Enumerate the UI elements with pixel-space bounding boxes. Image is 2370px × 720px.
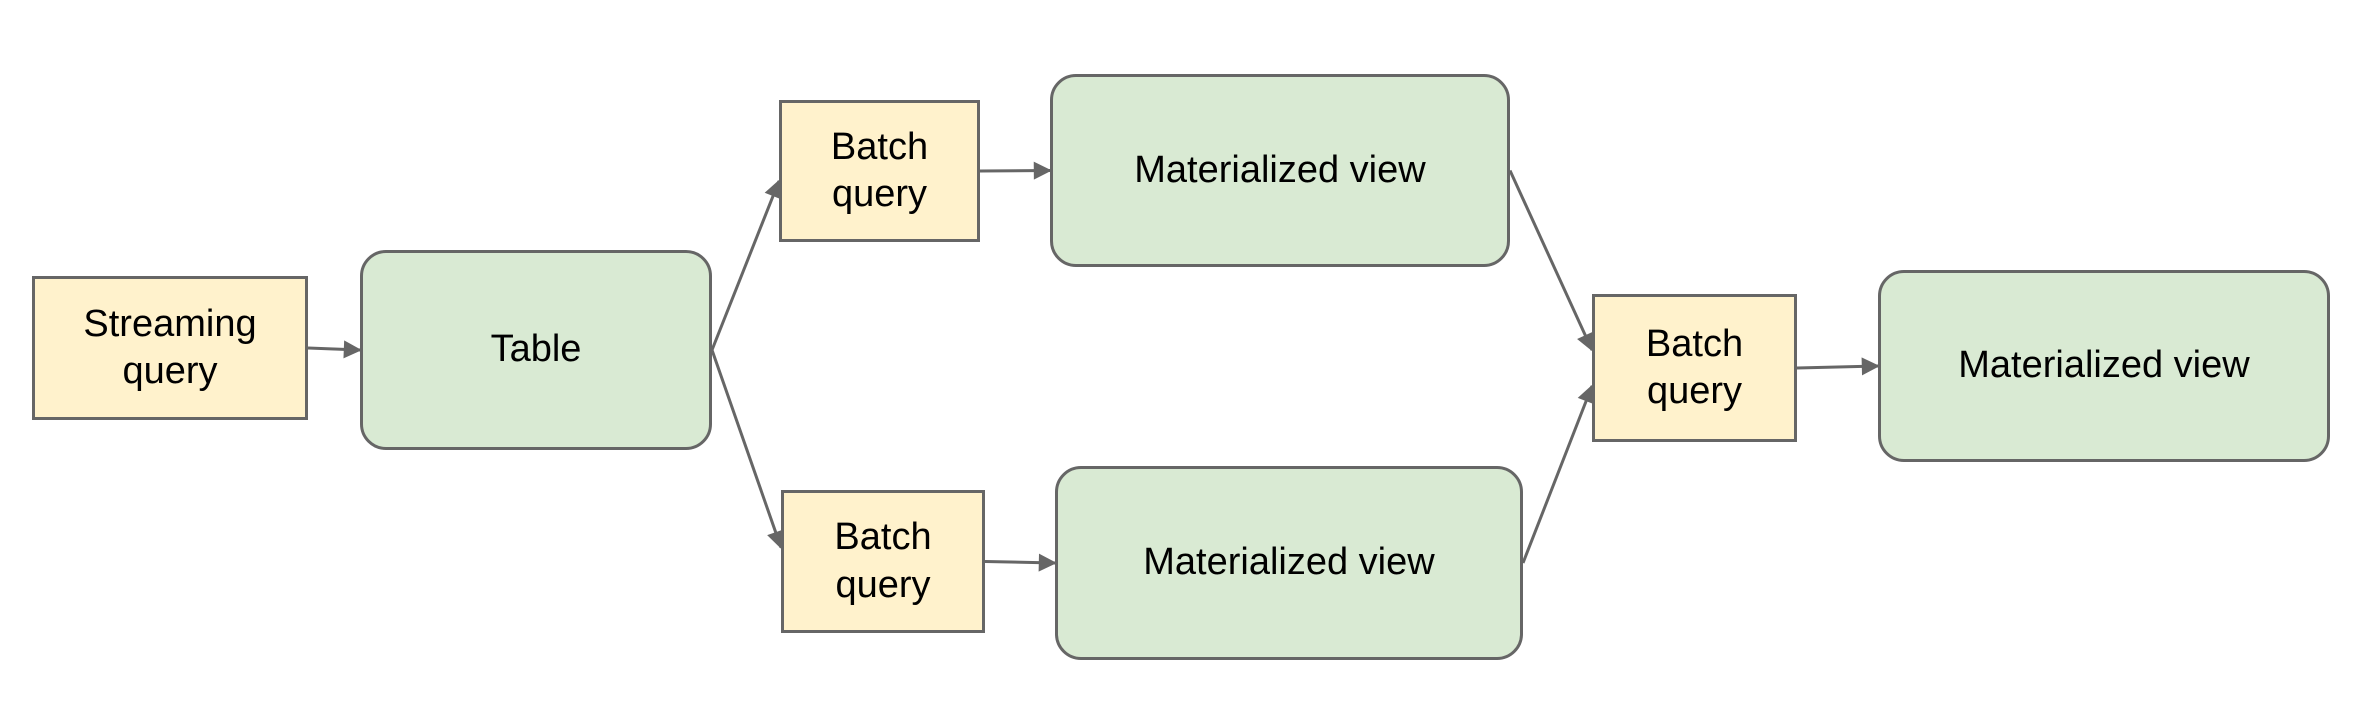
edge-batch-query-mid--mv-right xyxy=(1796,357,1880,376)
node-mv-bottom: Materialized view xyxy=(1055,466,1523,660)
node-table: Table xyxy=(360,250,712,450)
edge-streaming-query--table xyxy=(307,340,362,359)
node-streaming-query: Streaming query xyxy=(32,276,308,420)
node-label-mv-bottom: Materialized view xyxy=(1143,541,1435,584)
node-label-batch-query-top: Batch query xyxy=(830,125,929,216)
node-mv-right: Materialized view xyxy=(1878,270,2330,462)
edge-batch-query-top--mv-top xyxy=(979,161,1052,180)
edge-mv-top--batch-query-mid xyxy=(1508,169,1594,352)
edge-table--batch-query-bottom xyxy=(710,349,785,550)
node-batch-query-top: Batch query xyxy=(779,100,980,242)
node-mv-top: Materialized view xyxy=(1050,74,1510,267)
edge-batch-query-bottom--mv-bottom xyxy=(984,553,1057,572)
node-label-mv-right: Materialized view xyxy=(1958,344,2250,387)
node-batch-query-mid: Batch query xyxy=(1592,294,1797,442)
node-label-mv-top: Materialized view xyxy=(1134,148,1426,191)
node-label-table: Table xyxy=(490,328,582,371)
node-label-batch-query-bottom: Batch query xyxy=(834,516,932,606)
node-label-batch-query-mid: Batch query xyxy=(1645,322,1744,413)
edge-table--batch-query-top xyxy=(710,179,782,351)
node-label-streaming-query: Streaming query xyxy=(83,302,257,393)
edge-mv-bottom--batch-query-mid xyxy=(1521,384,1595,564)
node-batch-query-bottom: Batch query xyxy=(781,490,985,633)
